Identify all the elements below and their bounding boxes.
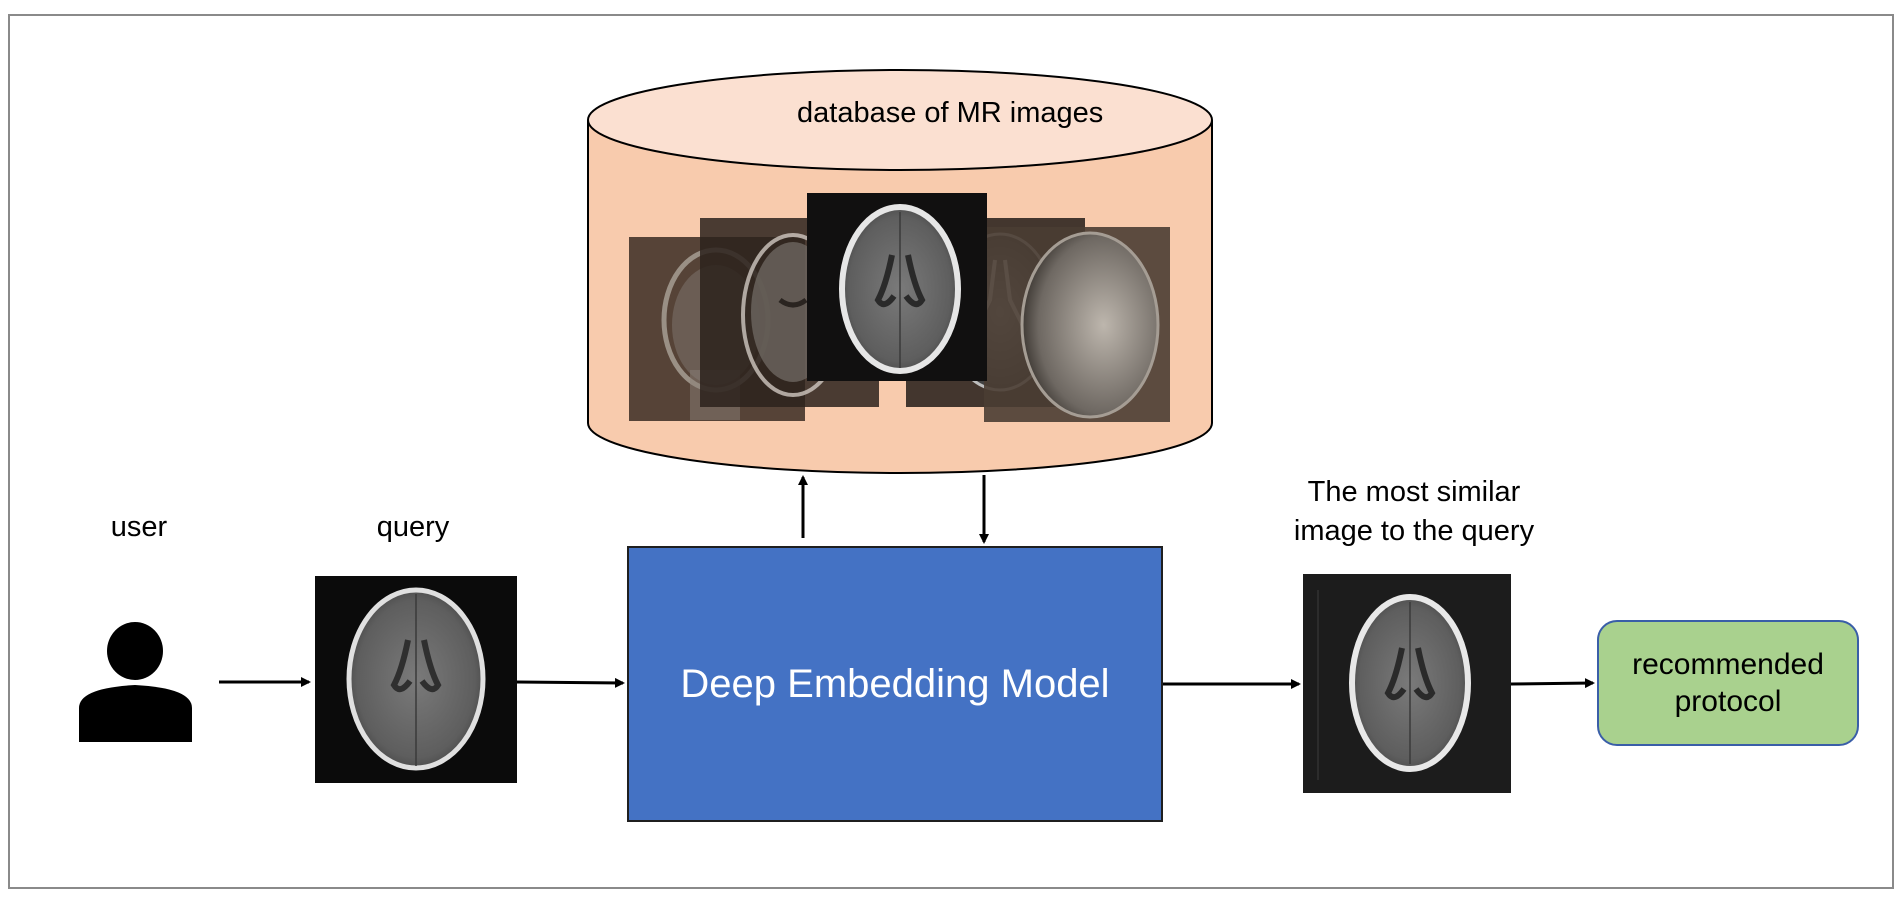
arrow-query-to-model: [516, 677, 625, 688]
result-label-line2: image to the query: [1293, 515, 1535, 547]
database-cylinder-top: [587, 69, 1213, 171]
query-image: [315, 576, 517, 783]
result-label: The most similar image to the query: [1264, 473, 1564, 551]
mr-image-axial-t1: [807, 193, 987, 381]
result-image: [1303, 574, 1511, 793]
deep-embedding-model-box: Deep Embedding Model: [627, 546, 1163, 822]
model-label: Deep Embedding Model: [680, 661, 1110, 706]
user-label: user: [110, 511, 168, 543]
protocol-label-line2: protocol: [1674, 685, 1782, 718]
database-images: [629, 193, 1170, 422]
result-label-line1: The most similar: [1307, 476, 1521, 508]
protocol-label-line1: recommended: [1632, 648, 1824, 681]
person-icon: [79, 622, 192, 742]
mr-image-axial-flair: [984, 227, 1170, 422]
arrow-result-to-protocol: [1510, 678, 1595, 689]
recommended-protocol-box: recommended protocol: [1597, 620, 1859, 746]
query-label: query: [376, 511, 450, 543]
database-label: database of MR images: [797, 97, 1104, 129]
